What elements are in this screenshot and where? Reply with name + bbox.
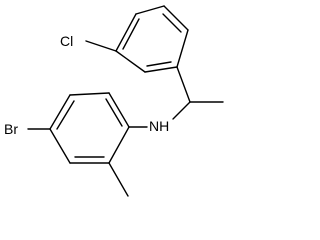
amine-label: NH bbox=[149, 118, 169, 134]
bond-ring-methyl bbox=[108, 162, 129, 197]
chlorine-label: Cl bbox=[60, 33, 73, 49]
bond bbox=[49, 94, 71, 130]
bond bbox=[163, 5, 189, 31]
bond bbox=[176, 29, 189, 68]
double-bond-inner bbox=[122, 18, 140, 50]
bond-ring-ch bbox=[176, 66, 191, 103]
structure-diagram: Cl NH Br bbox=[4, 5, 224, 197]
bond bbox=[115, 50, 146, 73]
bromomethylphenyl-ring bbox=[49, 92, 130, 164]
bond bbox=[135, 5, 165, 15]
double-bond-inner bbox=[105, 98, 123, 127]
bond-ch-nh bbox=[172, 101, 191, 120]
bond bbox=[108, 126, 130, 164]
bond bbox=[115, 13, 137, 52]
bond bbox=[108, 92, 130, 128]
chlorophenyl-ring bbox=[115, 5, 189, 73]
bromine-label: Br bbox=[4, 121, 18, 137]
bond bbox=[69, 92, 110, 96]
double-bond-inner bbox=[162, 13, 182, 33]
double-bond-inner bbox=[146, 61, 172, 67]
double-bond-inner bbox=[56, 100, 75, 130]
bond bbox=[144, 66, 178, 73]
bond-c-cl bbox=[85, 40, 117, 52]
molecule-svg: Cl NH Br bbox=[4, 5, 224, 197]
bond bbox=[49, 128, 71, 164]
